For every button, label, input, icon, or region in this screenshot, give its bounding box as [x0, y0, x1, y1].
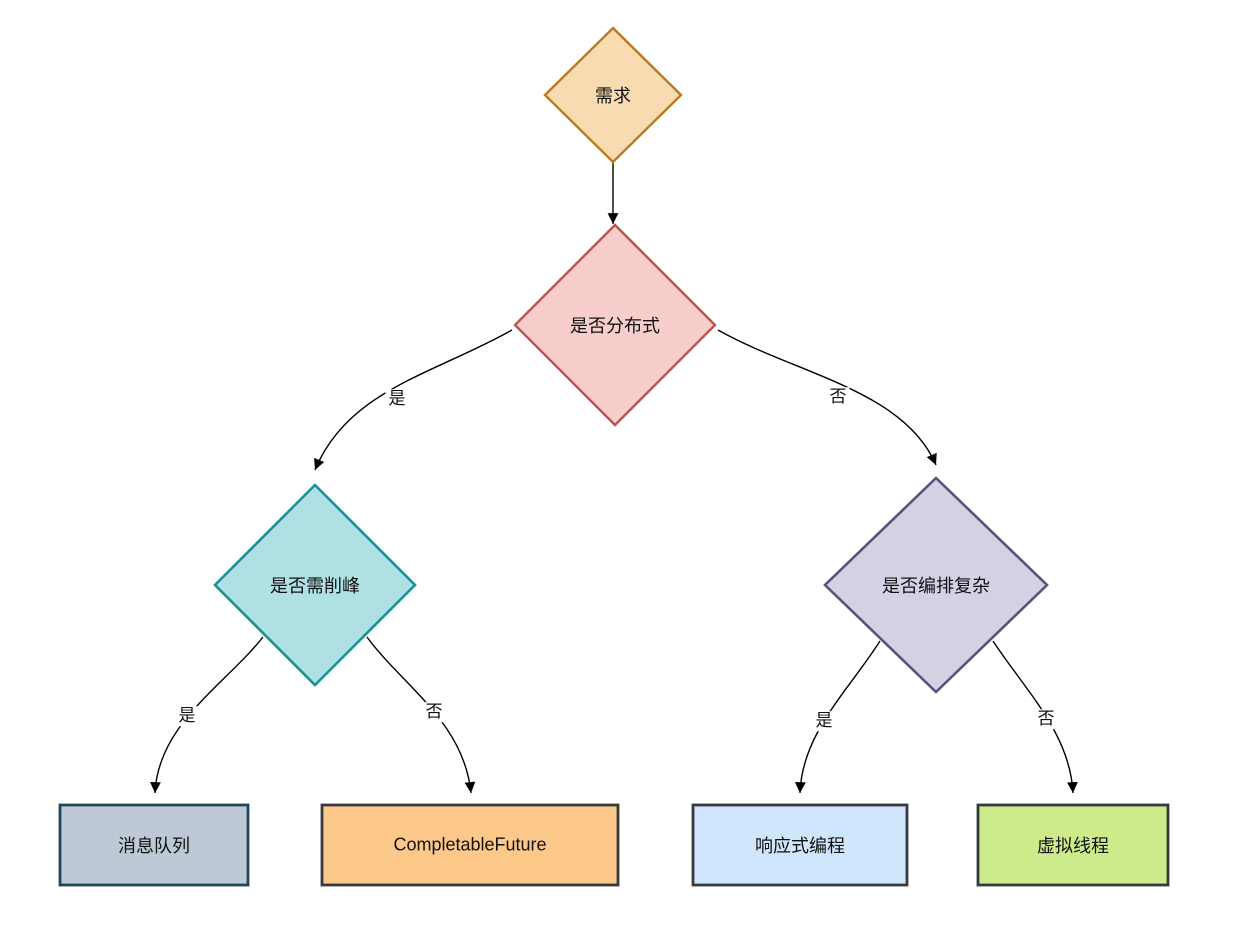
- edge-label-distributed-no: 否: [826, 387, 850, 407]
- outcome-reactive-label: 响应式编程: [755, 836, 845, 856]
- edge-distributed-yes: [314, 329, 513, 471]
- decision-distributed-shape: [513, 223, 717, 427]
- edge-label-orchestration-no: 否: [1034, 709, 1058, 729]
- edge-peak-no: [366, 636, 476, 794]
- decision-need-label: 需求: [595, 86, 631, 106]
- decision-orchestration-shape: [823, 476, 1049, 694]
- edge-distributed-no: [717, 329, 937, 466]
- edge-orchestration-no: [992, 640, 1078, 794]
- decision-need-shape: [543, 26, 683, 164]
- decision-orchestration-label: 是否编排复杂: [882, 576, 990, 596]
- outcome-vthread-label: 虚拟线程: [1037, 836, 1109, 856]
- decision-peak-shape: [213, 483, 417, 687]
- outcome-mq-shape: [58, 803, 250, 887]
- outcome-reactive-shape: [691, 803, 909, 887]
- outcome-cf-label: CompletableFuture: [393, 834, 547, 855]
- outcome-mq-label: 消息队列: [118, 836, 190, 856]
- edge-peak-yes: [150, 636, 264, 794]
- edge-label-peak-yes: 是: [175, 706, 199, 726]
- edge-label-orchestration-yes: 是: [812, 711, 836, 731]
- edge-label-distributed-yes: 是: [385, 389, 409, 409]
- outcome-cf-shape: [320, 803, 620, 887]
- edge-label-peak-no: 否: [422, 702, 446, 722]
- decision-distributed-label: 是否分布式: [570, 316, 660, 336]
- outcome-vthread-shape: [976, 803, 1170, 887]
- decision-peak-label: 是否需削峰: [270, 576, 360, 596]
